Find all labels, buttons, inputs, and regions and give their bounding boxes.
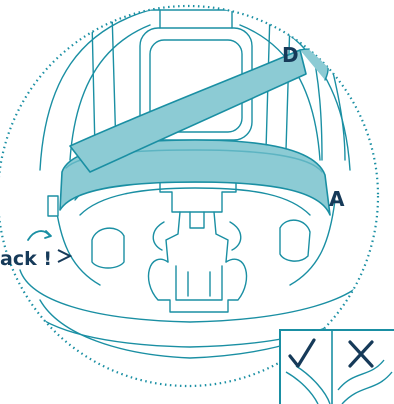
label-d: D (282, 43, 299, 67)
left-hook (48, 196, 58, 216)
click-text: ack ! (0, 248, 52, 270)
label-a: A (329, 187, 345, 211)
